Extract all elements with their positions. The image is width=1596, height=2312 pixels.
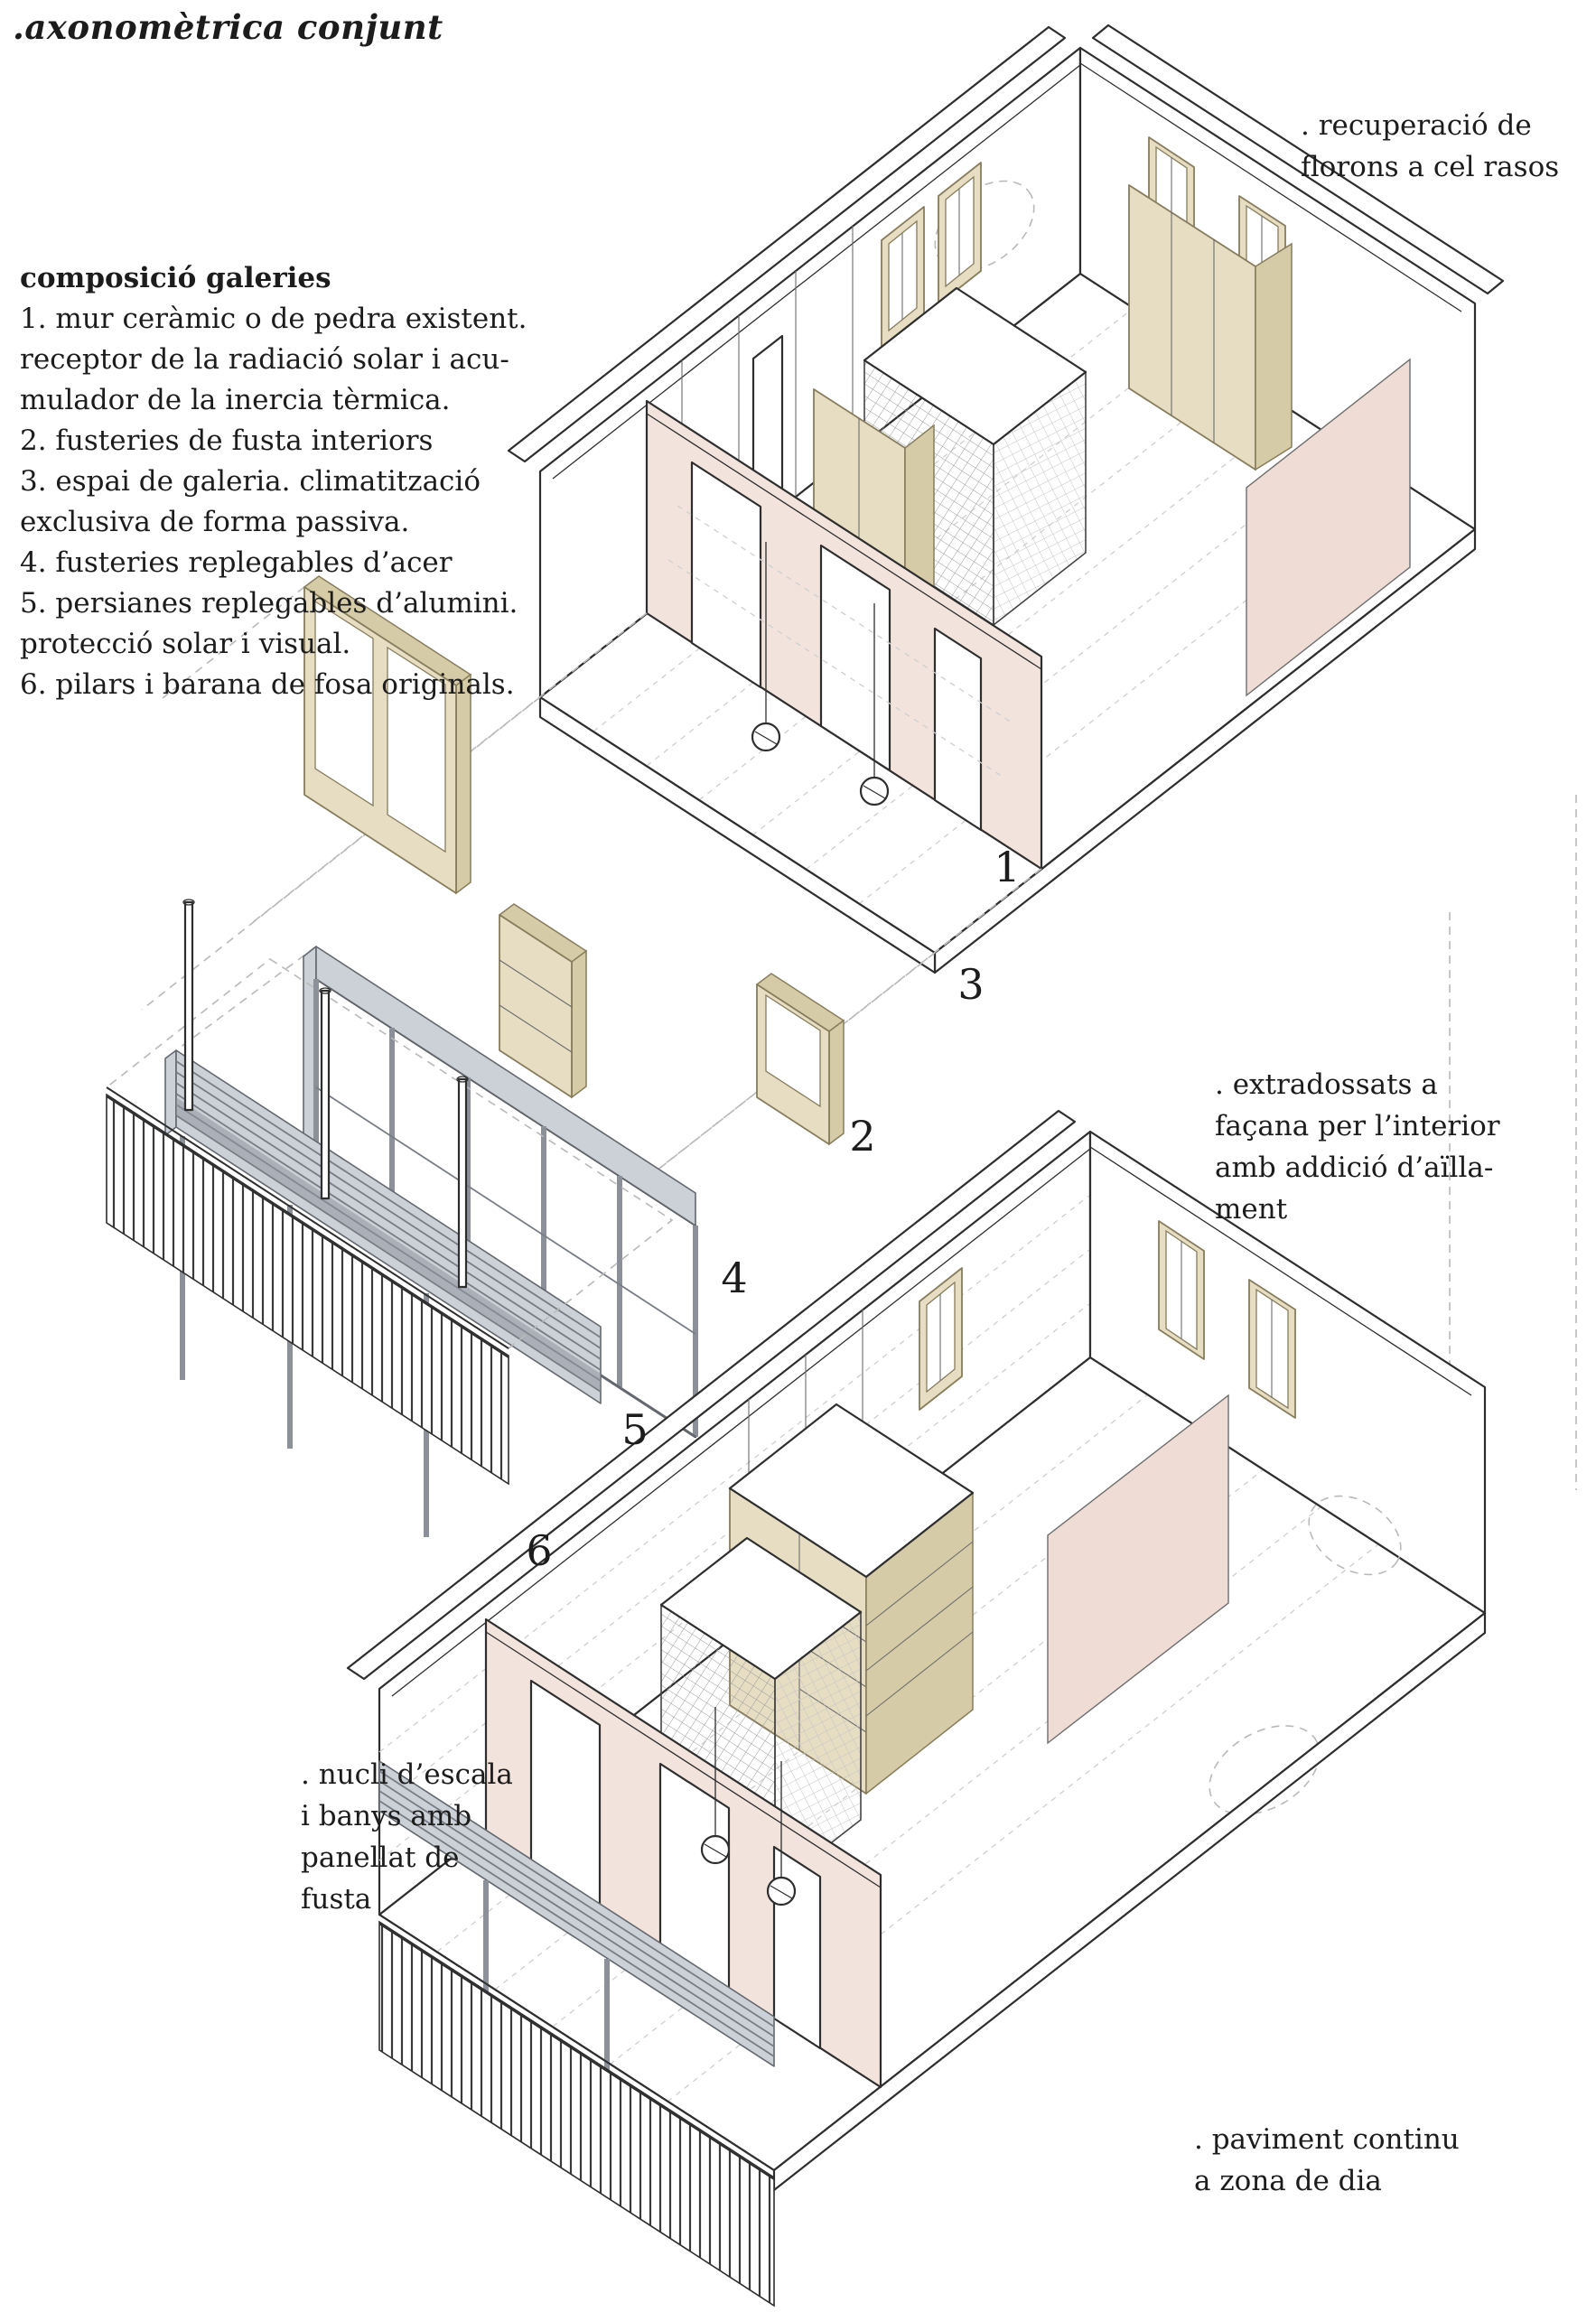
legend-line: 2. fusteries de fusta interiors [20,424,434,457]
cast-iron-pillar [182,899,195,1112]
annotation-ceiling-roses: . recuperació de florons a cel rasos [1301,109,1560,183]
wall-floron-outline [1308,1495,1402,1576]
legend-line: 1. mur ceràmic o de pedra existent. [20,303,527,335]
callout-2-wood-windows: 2 [849,1112,876,1161]
facade-wall-pink [645,399,1043,871]
pendant-lamp [766,1761,797,1906]
lower-apartment-volume [346,1109,1487,2307]
cast-iron-pillar [456,1076,469,1289]
callout-4-steel-glazing: 4 [721,1254,748,1302]
annotation-flooring: . paviment continu a zona de dia [1194,2123,1460,2197]
legend-line: mulador de la inercia tèrmica. [20,384,451,416]
railing-pickets [378,1920,775,2307]
pendant-lamp [859,603,890,806]
callout-5-alu-shutters: 5 [621,1405,649,1454]
cast-iron-pillar [319,987,331,1200]
window-frame [919,1267,963,1411]
callout-1-existing-wall: 1 [994,843,1021,891]
pink-partition [1246,358,1411,697]
window-frame [1248,1279,1296,1419]
floor-floron-outline [1209,1725,1321,1815]
window-frame [1158,1220,1205,1360]
callout-6-pillars-railing: 6 [526,1526,553,1575]
window-frame [938,162,982,305]
pink-partition [1047,1394,1229,1745]
legend-line: 4. fusteries replegables d’acer [20,546,453,579]
legend-line: receptor de la radiació solar i acu- [20,343,509,376]
legend-heading: composició galeries [20,262,331,294]
annotation-insulation: . extradossats a façana per l’interior a… [1215,1068,1500,1226]
window-frame [881,206,925,350]
page-title: .axonomètrica conjunt [13,7,443,47]
pendant-lamp [700,1707,731,1865]
legend-line: protecció solar i visual. [20,628,351,660]
annotation-stair-core: . nucli d’escala i banys amb panellat de… [301,1758,513,1916]
wood-cabinet [1128,184,1293,471]
legend-block: composició galeries 1. mur ceràmic o de … [20,258,562,705]
facade-wall-pink [484,1617,882,2089]
upper-apartment-volume [507,23,1505,974]
callout-3-gallery-space: 3 [957,960,985,1009]
legend-line: 6. pilars i barana de fosa originals. [20,668,515,701]
railing-pickets [106,1093,509,1486]
legend-line: 3. espai de galeria. climatització [20,465,481,498]
pendant-lamp [751,542,781,752]
exploded-wood-windows [303,575,845,1146]
exploded-pillars-railing [105,899,674,1486]
legend-line: 5. persianes replegables d’alumini. [20,587,518,620]
legend-line: exclusiva de forma passiva. [20,506,410,538]
